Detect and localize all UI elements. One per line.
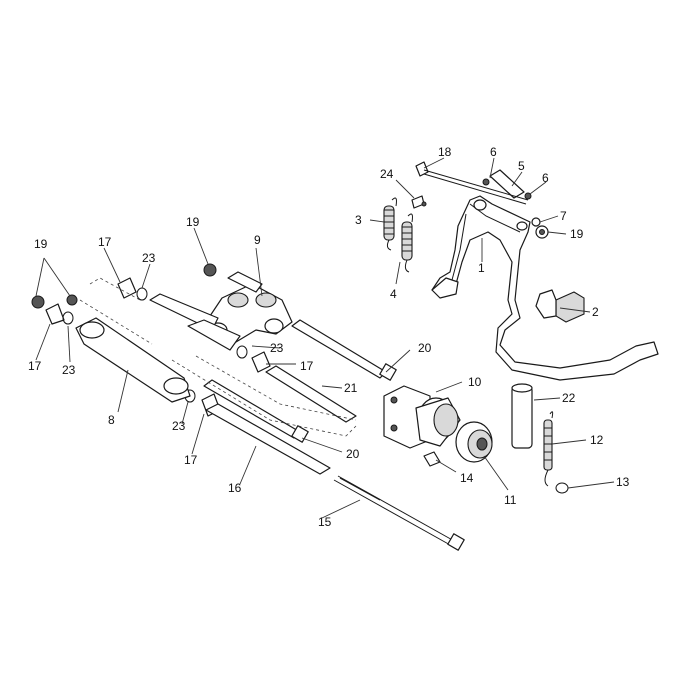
callout-7: 7 [560, 209, 567, 223]
callout-24: 24 [380, 167, 394, 181]
shaft-21 [265, 365, 357, 423]
callout-23-lower: 23 [172, 419, 186, 433]
callout-14: 14 [460, 471, 474, 485]
nut-19-top [203, 263, 217, 277]
callout-17-left: 17 [28, 359, 42, 373]
washer-6-lower [524, 192, 532, 200]
callout-23-left: 23 [62, 363, 76, 377]
engine-mount-link [149, 271, 293, 351]
swing-arm-8 [75, 317, 191, 403]
callout-17-lower: 17 [184, 453, 198, 467]
screw-14 [423, 451, 441, 467]
return-spring-4 [401, 213, 413, 273]
clip-13 [555, 482, 569, 494]
assembly-guide-1 [79, 277, 357, 437]
callout-9: 9 [254, 233, 261, 247]
callout-12: 12 [590, 433, 604, 447]
washer-7 [531, 217, 541, 227]
silent-block-11 [455, 421, 493, 463]
callout-16: 16 [228, 481, 242, 495]
stand-pin-5 [489, 169, 525, 199]
spring-12 [543, 411, 554, 487]
callout-23-top: 23 [142, 251, 156, 265]
nut-19-left-2 [66, 294, 78, 306]
callout-4: 4 [390, 287, 397, 301]
spacer-22 [511, 383, 533, 449]
stand-bolt-18 [415, 161, 529, 205]
callout-6-right: 6 [542, 171, 549, 185]
callout-6-left: 6 [490, 145, 497, 159]
callout-22: 22 [562, 391, 576, 405]
assembly-guide-2 [195, 355, 357, 421]
callout-5: 5 [518, 159, 525, 173]
stand-stop-bracket [535, 289, 585, 323]
callout-15: 15 [318, 515, 332, 529]
silent-block-10 [383, 385, 461, 449]
callout-19-left: 19 [34, 237, 48, 251]
callout-11: 11 [504, 493, 517, 507]
bush-17-mid [251, 351, 271, 373]
nut-19-left [31, 295, 45, 309]
callout-18: 18 [438, 145, 452, 159]
callout-10: 10 [468, 375, 482, 389]
callout-19-right: 19 [570, 227, 584, 241]
bolt-20-upper-head [379, 363, 397, 381]
callout-13: 13 [616, 475, 630, 489]
washer-6-upper [482, 178, 490, 186]
callout-2: 2 [592, 305, 599, 319]
callout-labels: 1 2 3 4 5 6 6 7 8 9 10 11 12 13 14 15 16… [28, 145, 630, 529]
callout-21: 21 [344, 381, 358, 395]
callout-23-mid: 23 [270, 341, 284, 355]
center-stand [431, 195, 659, 381]
shaft-16 [205, 403, 331, 475]
callout-8: 8 [108, 413, 115, 427]
return-spring-3 [383, 197, 397, 251]
callout-1: 1 [478, 261, 485, 275]
bush-17-left [45, 303, 74, 325]
nut-19-right [535, 225, 549, 239]
bolt-20-lower-head [291, 425, 309, 443]
leader-lines [35, 157, 615, 519]
callout-3: 3 [355, 213, 362, 227]
long-bolt-15 [333, 475, 465, 551]
callout-19-top: 19 [186, 215, 200, 229]
callout-20-upper: 20 [418, 341, 432, 355]
callout-17-mid: 17 [300, 359, 314, 373]
callout-17-top: 17 [98, 235, 112, 249]
bush-17-top [117, 277, 148, 301]
callout-20-lower: 20 [346, 447, 360, 461]
grease-nipple-24 [411, 195, 427, 209]
ring-23-mid [236, 345, 248, 359]
